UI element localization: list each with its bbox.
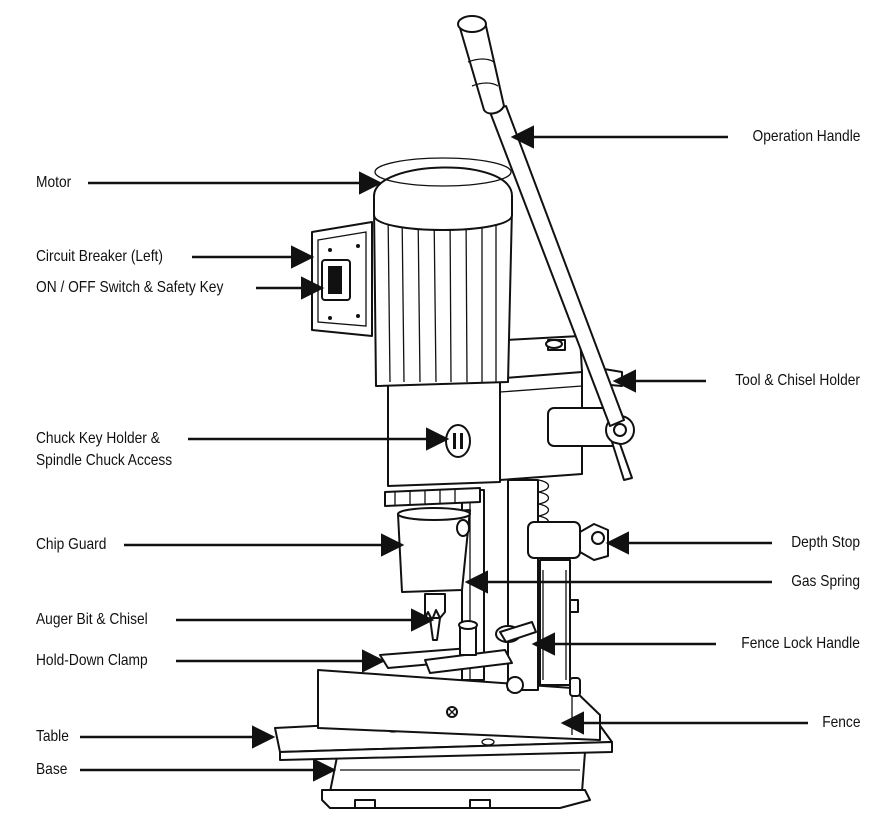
label-base: Base (36, 761, 68, 778)
label-gas-spring: Gas Spring (791, 573, 860, 590)
label-circuit-breaker: Circuit Breaker (Left) (36, 248, 163, 265)
label-chuck-key-line1: Chuck Key Holder & (36, 430, 160, 447)
label-chip-guard: Chip Guard (36, 536, 107, 553)
label-fence: Fence (821, 714, 860, 731)
label-table: Table (36, 728, 69, 745)
label-tool-chisel-holder: Tool & Chisel Holder (735, 372, 860, 389)
depth-stop-part (527, 479, 609, 561)
label-fence-lock-handle: Fence Lock Handle (741, 635, 860, 652)
label-auger-bit: Auger Bit & Chisel (36, 611, 148, 628)
label-chuck-key-line2: Spindle Chuck Access (36, 452, 173, 469)
label-on-off-switch: ON / OFF Switch & Safety Key (36, 279, 224, 296)
switch-box-part (311, 221, 373, 337)
operation-handle-part (457, 15, 625, 427)
label-motor: Motor (36, 174, 72, 191)
leader-lines (80, 125, 808, 782)
label-hold-down-clamp: Hold-Down Clamp (36, 652, 148, 669)
base-part (321, 751, 591, 809)
column-part (507, 479, 581, 697)
motor-part (373, 157, 513, 387)
label-operation-handle: Operation Handle (752, 128, 860, 145)
hold-down-clamp-part (379, 620, 537, 694)
chip-guard-part (384, 487, 481, 641)
tool-holder-part (547, 367, 635, 481)
label-depth-stop: Depth Stop (791, 534, 860, 551)
